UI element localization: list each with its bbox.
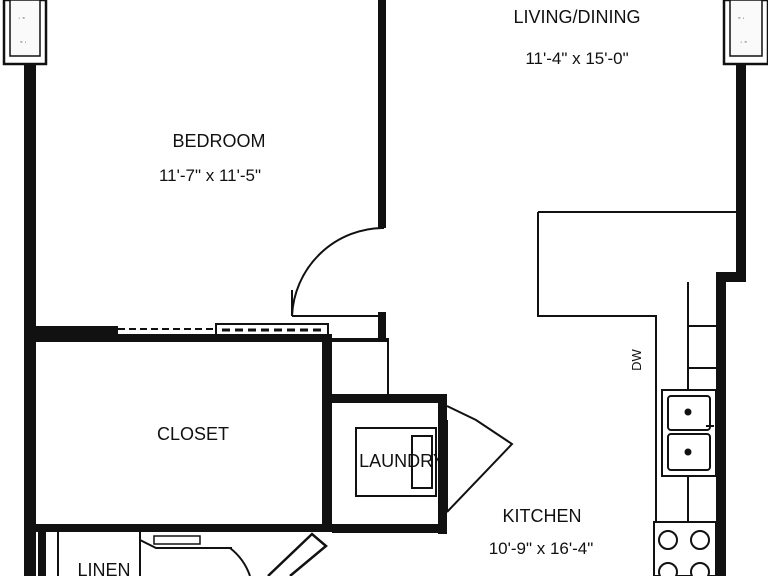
laundry-name: LAUNDRY xyxy=(359,451,445,471)
kitchen-dimensions: 10'-9" x 16'-4" xyxy=(489,539,594,558)
stove-icon xyxy=(653,521,717,576)
washer-dryer xyxy=(355,427,437,497)
window-right: ◦ · · ◦ xyxy=(722,0,768,66)
svg-text:· ◦: · ◦ xyxy=(740,39,747,46)
linen-walls xyxy=(38,532,328,576)
bedroom-walls xyxy=(30,0,386,338)
closet-name: CLOSET xyxy=(157,424,229,444)
exterior-walls xyxy=(24,64,746,576)
living-dining-dimensions: 11'-4" x 15'-0" xyxy=(525,49,628,68)
bedroom-dimensions: 11'-7" x 11'-5" xyxy=(159,166,261,185)
svg-text:· ◦: · ◦ xyxy=(18,15,25,22)
living-dining-name: LIVING/DINING xyxy=(513,7,640,27)
bedroom-name: BEDROOM xyxy=(172,131,265,151)
laundry-walls xyxy=(332,338,447,534)
closet-walls xyxy=(30,334,332,532)
svg-text:◦ ·: ◦ · xyxy=(20,39,27,46)
window-left: · ◦ ◦ · xyxy=(2,0,48,66)
kitchen-sink-icon xyxy=(661,389,717,477)
svg-text:◦ ·: ◦ · xyxy=(738,15,745,22)
linen-name: LINEN xyxy=(77,560,130,576)
kitchen-name: KITCHEN xyxy=(502,506,581,526)
dishwasher-label: DW xyxy=(629,348,644,370)
bedroom-door xyxy=(291,226,385,317)
laundry-door xyxy=(446,405,514,513)
